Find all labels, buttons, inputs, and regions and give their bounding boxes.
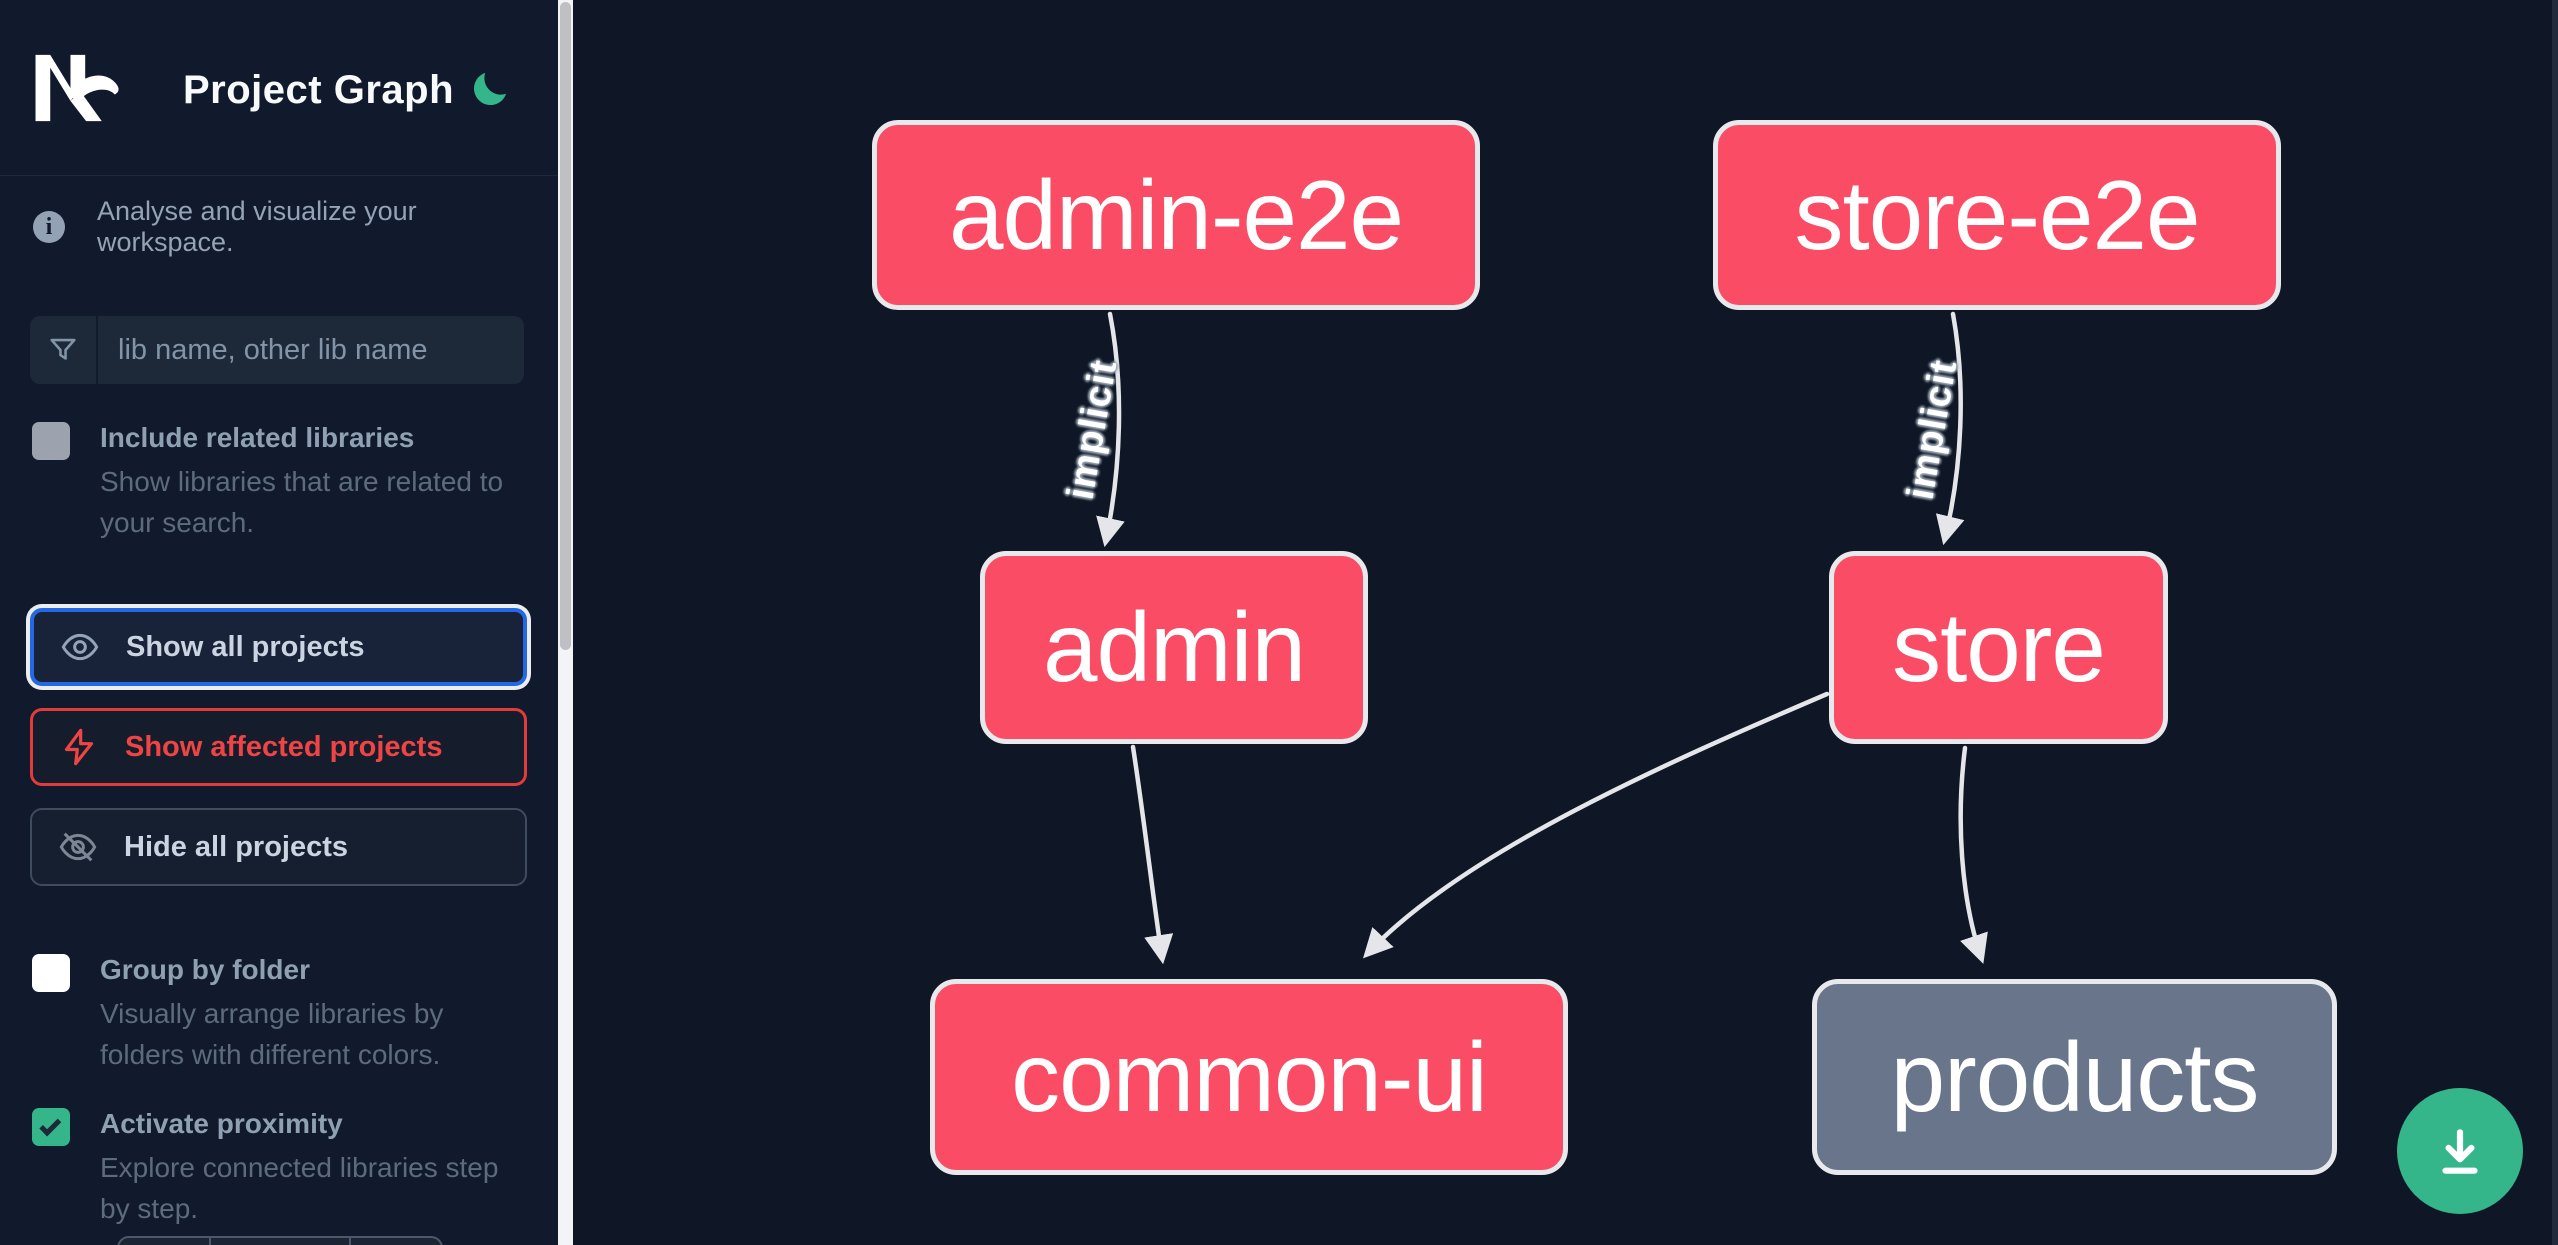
checkbox-activate-proximity[interactable]: Activate proximity Explore connected lib… xyxy=(32,1106,532,1230)
hide-all-projects-button[interactable]: Hide all projects xyxy=(30,808,527,886)
download-image-button[interactable] xyxy=(2397,1088,2523,1214)
scrollbar-thumb[interactable] xyxy=(560,2,571,650)
graph-node-common-ui[interactable]: common-ui xyxy=(930,979,1568,1175)
graph-node-store[interactable]: store xyxy=(1829,551,2168,744)
checkbox-label: Group by folder xyxy=(100,954,310,985)
graph-canvas[interactable]: implicit implicit admin-e2e store-e2e ad… xyxy=(573,0,2558,1245)
graph-edges xyxy=(1096,311,1988,965)
theme-toggle-button[interactable] xyxy=(462,62,518,118)
search-box[interactable] xyxy=(30,316,524,384)
checkbox-description: Explore connected libraries step by step… xyxy=(100,1152,499,1224)
eye-icon xyxy=(61,633,99,661)
checkbox-description: Visually arrange libraries by folders wi… xyxy=(100,998,444,1070)
checkbox-label: Activate proximity xyxy=(100,1108,343,1139)
proximity-depth-control[interactable] xyxy=(117,1236,443,1245)
nx-logo xyxy=(35,54,119,122)
show-affected-projects-button[interactable]: Show affected projects xyxy=(30,708,527,786)
group-by-folder-checkbox[interactable] xyxy=(32,954,70,992)
bolt-icon xyxy=(64,728,94,766)
moon-icon xyxy=(473,72,507,105)
include-related-checkbox[interactable] xyxy=(32,422,70,460)
eye-off-icon xyxy=(59,832,97,862)
graph-node-store-e2e[interactable]: store-e2e xyxy=(1713,120,2281,310)
checkbox-include-related[interactable]: Include related libraries Show libraries… xyxy=(32,420,532,544)
graph-node-admin[interactable]: admin xyxy=(980,551,1368,744)
tagline-text: Analyse and visualize your workspace. xyxy=(97,196,417,257)
checkbox-description: Show libraries that are related to your … xyxy=(100,466,504,538)
info-icon: i xyxy=(33,211,65,243)
checkbox-label: Include related libraries xyxy=(100,422,415,453)
workspace-tagline: i Analyse and visualize your workspace. xyxy=(33,196,543,258)
sidebar: Project Graph i Analyse and visualize yo… xyxy=(0,0,558,1245)
show-all-projects-button[interactable]: Show all projects xyxy=(30,608,527,686)
search-input[interactable] xyxy=(98,316,524,384)
edge-store-products xyxy=(1958,745,1988,964)
checkbox-group-by-folder[interactable]: Group by folder Visually arrange librari… xyxy=(32,952,532,1076)
filter-icon xyxy=(30,316,98,384)
edge-admin-common-ui xyxy=(1130,744,1174,965)
canvas-right-scroll-track xyxy=(2552,0,2558,1245)
sidebar-header: Project Graph xyxy=(0,0,558,176)
graph-node-admin-e2e[interactable]: admin-e2e xyxy=(872,120,1480,310)
edge-store-e2e-store xyxy=(1935,311,1965,546)
edge-admin-e2e-admin xyxy=(1096,311,1125,548)
sidebar-scrollbar[interactable] xyxy=(558,0,573,1245)
activate-proximity-checkbox[interactable] xyxy=(32,1108,70,1146)
graph-node-products[interactable]: products xyxy=(1812,979,2337,1175)
edge-store-common-ui xyxy=(1362,691,1830,959)
page-title: Project Graph xyxy=(183,68,455,112)
download-icon xyxy=(2442,1129,2478,1174)
check-icon xyxy=(39,1113,62,1136)
